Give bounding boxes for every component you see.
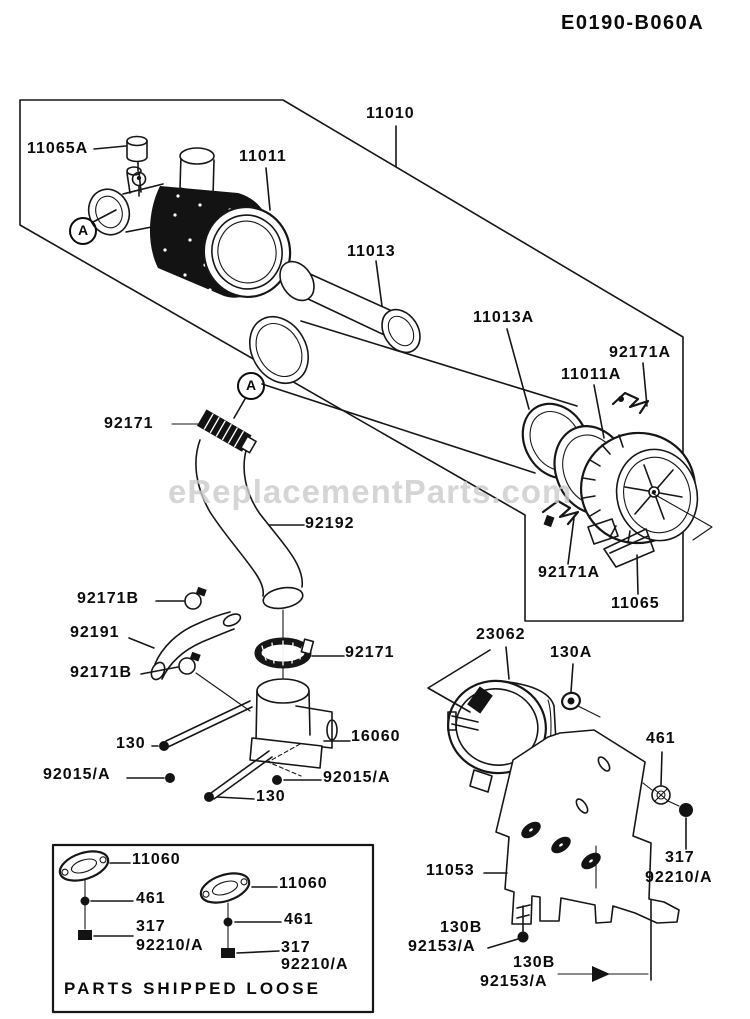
loose-callout-11060-2: 11060 (279, 875, 328, 892)
callout-11053: 11053 (426, 862, 475, 879)
callout-92171-right: 92171 (345, 644, 395, 661)
callout-92171b-2: 92171B (70, 664, 133, 681)
callout-11013a: 11013A (473, 309, 535, 326)
callout-11010: 11010 (366, 105, 415, 122)
loose-callout-11060-1: 11060 (132, 851, 181, 868)
callout-92210a-right: 92210/A (645, 869, 713, 886)
callout-92171b-1: 92171B (77, 590, 140, 607)
loose-callout-317-1: 317 (136, 918, 166, 935)
callout-92191: 92191 (70, 624, 120, 641)
air-duct-cap-23062-group (427, 646, 601, 793)
loose-callout-92210a-2: 92210/A (281, 956, 349, 973)
bolt-130b-2-pointer (557, 899, 652, 982)
callout-92171a-top: 92171A (609, 344, 672, 361)
loose-callout-461-1: 461 (136, 890, 166, 907)
breather-hose-92191-group (128, 586, 251, 712)
callout-130b-1: 130B (440, 919, 483, 936)
bolt-317-icon (667, 800, 693, 850)
callout-16060: 16060 (351, 728, 401, 745)
doc-code: E0190-B060A (561, 12, 705, 34)
intake-tube-11013 (279, 260, 421, 354)
callout-130-2: 130 (256, 788, 286, 805)
callout-92015a-right: 92015/A (323, 769, 391, 786)
callout-11013: 11013 (347, 243, 396, 260)
grommet-130a-icon (561, 663, 601, 718)
cap-wedge-11065 (603, 528, 655, 568)
watermark: eReplacementParts.com (168, 473, 573, 510)
callout-11011: 11011 (239, 148, 287, 165)
view-marker-a-1: A (69, 217, 97, 245)
gasket-11060-1-icon (58, 850, 134, 940)
callout-23062: 23062 (476, 626, 526, 643)
callout-92192: 92192 (305, 515, 355, 532)
duct-16060-group (126, 609, 351, 802)
assembly-group-box-11010 (19, 99, 684, 622)
callout-92153a-1: 92153/A (408, 938, 476, 955)
cap-star-vent (624, 464, 683, 520)
callout-130-1: 130 (116, 735, 146, 752)
loose-callout-92210a-1: 92210/A (136, 937, 204, 954)
clamp-92171a-top-icon (611, 391, 650, 415)
air-duct-hose-92192 (171, 398, 305, 610)
view-marker-a-2: A (237, 372, 265, 400)
clamp-92171a-bottom-icon (541, 499, 580, 528)
callout-11065: 11065 (611, 595, 660, 612)
gasket-11060-2-icon (199, 872, 282, 958)
callout-92015a-left: 92015/A (43, 766, 111, 783)
loose-callout-461-2: 461 (284, 911, 314, 928)
air-cleaner-cap-assembly (541, 362, 713, 595)
bolt-130b-1-icon (487, 904, 531, 949)
washer-461-icon (642, 751, 671, 805)
loose-callout-317-2: 317 (281, 939, 311, 956)
callout-130a: 130A (550, 644, 593, 661)
hose-clamp-92171-icon (196, 409, 257, 454)
shipped-loose-box (51, 843, 375, 1014)
bracket-11053-group (483, 729, 693, 982)
callout-317-right: 317 (665, 849, 695, 866)
callout-130b-2: 130B (513, 954, 556, 971)
callout-11011a: 11011A (561, 366, 622, 383)
callout-92153a-2: 92153/A (480, 973, 548, 990)
callout-92171a-bottom: 92171A (538, 564, 601, 581)
callout-11065a: 11065A (27, 140, 89, 157)
callout-461-right: 461 (646, 730, 676, 747)
shipped-loose-title: PARTS SHIPPED LOOSE (64, 979, 321, 998)
callout-92171-left: 92171 (104, 415, 154, 432)
elbow-fitting-and-breather (87, 135, 168, 236)
air-filter-element-11011 (149, 147, 292, 299)
